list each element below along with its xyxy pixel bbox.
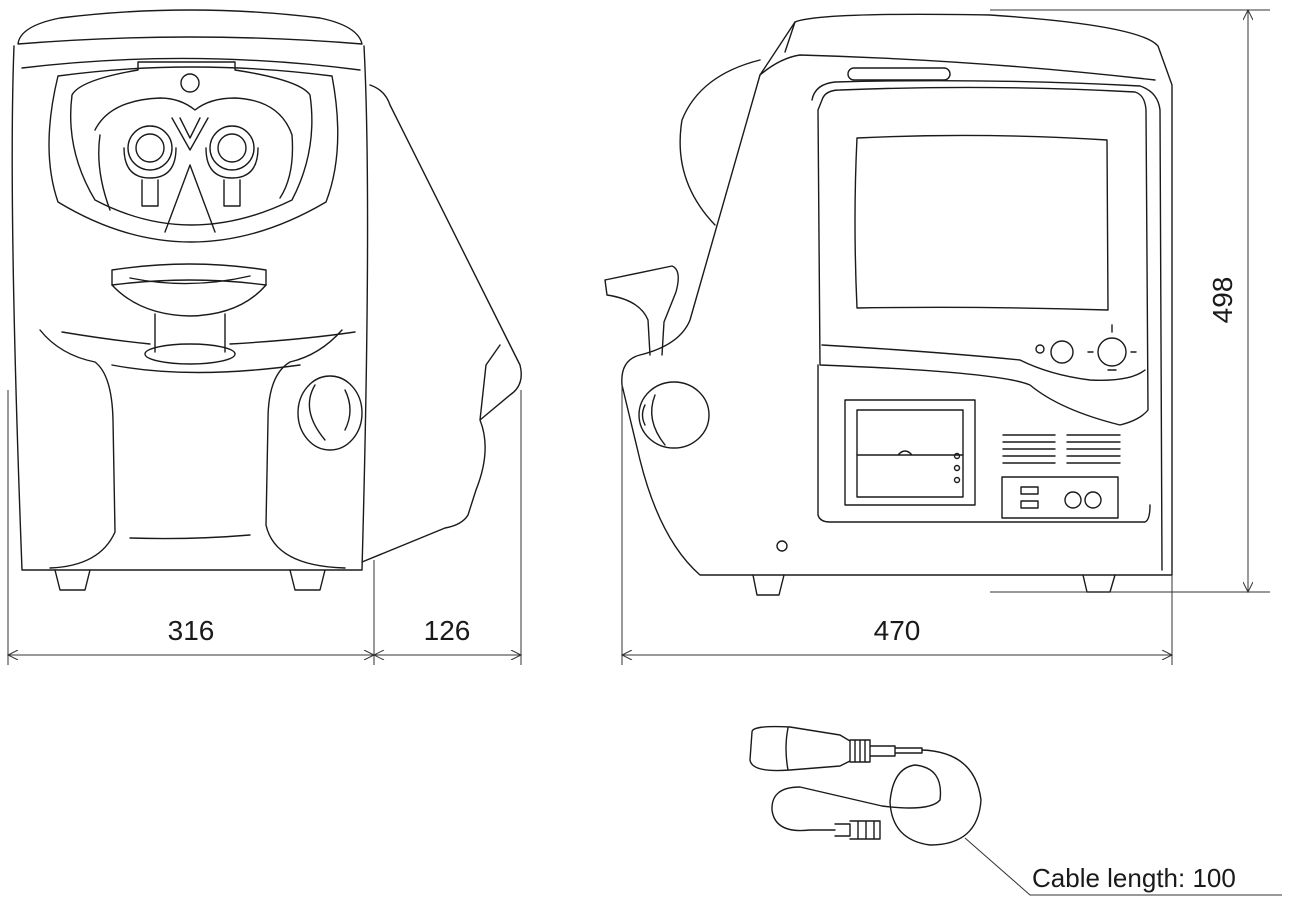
control-dial[interactable] [1097, 337, 1127, 367]
control-dial-ticks [1087, 324, 1137, 371]
side-chin-rest [604, 265, 679, 356]
usb-port-1[interactable] [1020, 486, 1039, 495]
side-knob-detail [308, 384, 351, 441]
printer-slot [856, 450, 964, 456]
cable-leader-line [964, 837, 1282, 896]
rear-protrusion [361, 84, 522, 563]
chin-rest-bowl [111, 284, 267, 317]
front-panel-lines [61, 331, 356, 540]
side-foot-front [752, 574, 785, 596]
rear-hump [679, 59, 761, 226]
connector-panel [1001, 476, 1119, 519]
cable [771, 749, 982, 846]
printer-led-2 [953, 464, 961, 472]
left-eyepiece-outer [127, 125, 173, 171]
front-right-grip [265, 329, 346, 569]
printer-door[interactable] [856, 409, 964, 498]
face-inner-contour [69, 61, 313, 226]
monitor-lower-edge [821, 344, 1146, 381]
left-eyepiece [135, 133, 165, 163]
depth-label: 470 [874, 615, 921, 646]
handpiece-connector [849, 739, 923, 763]
side-top-edge [759, 21, 1156, 81]
front-top-cap [17, 9, 363, 45]
side-body-outline [621, 13, 1173, 576]
extension-lines [7, 390, 522, 665]
eyepiece-brackets [123, 147, 259, 207]
extension-label: 126 [424, 615, 471, 646]
chin-rest-top [111, 263, 267, 286]
forehead-contour [94, 97, 294, 211]
chin-rest-stem [154, 313, 226, 353]
carry-handle-slot [847, 67, 951, 81]
side-screw [776, 540, 788, 552]
monitor-bezel [817, 86, 1149, 426]
right-eyepiece [217, 133, 247, 163]
handpiece-body [749, 725, 851, 772]
side-knob-detail [641, 394, 666, 446]
vent-grille [1002, 434, 1121, 464]
side-dimensions: 470 498 [622, 10, 1270, 665]
cable-length-label: Cable length: 100 [1032, 863, 1236, 893]
usb-port-2[interactable] [1020, 500, 1039, 509]
front-left-grip [39, 329, 116, 569]
height-label: 498 [1207, 277, 1238, 324]
nose-bridge [164, 117, 216, 233]
cable-end-connector [834, 820, 881, 840]
front-view [11, 9, 522, 591]
front-body-outline [11, 45, 369, 571]
monitor-screen [854, 134, 1109, 311]
power-button[interactable] [1050, 340, 1074, 364]
side-base-panel [817, 364, 1151, 523]
front-dimensions: 316 126 [8, 390, 521, 665]
front-foot-right [289, 569, 326, 591]
extension-lines [621, 9, 1270, 665]
indicator-led [1035, 344, 1045, 354]
printer-led-1 [953, 452, 961, 460]
printer-led-3 [953, 476, 961, 484]
chin-rest-base [144, 343, 236, 365]
round-connector-1[interactable] [1064, 491, 1082, 509]
face-opening [48, 66, 339, 243]
monitor-bezel-outer [811, 79, 1163, 571]
width-label: 316 [168, 615, 215, 646]
right-eyepiece-outer [209, 125, 255, 171]
round-connector-2[interactable] [1084, 491, 1102, 509]
side-view [604, 13, 1173, 596]
forehead-sensor-icon [180, 73, 200, 93]
front-foot-left [54, 569, 91, 591]
side-foot-rear [1082, 574, 1116, 593]
printer-outer [844, 399, 976, 506]
side-view-knob [638, 381, 710, 449]
front-top-band [21, 57, 361, 71]
side-knob [297, 375, 363, 451]
handpiece-cable: Cable length: 100 [749, 725, 1282, 896]
